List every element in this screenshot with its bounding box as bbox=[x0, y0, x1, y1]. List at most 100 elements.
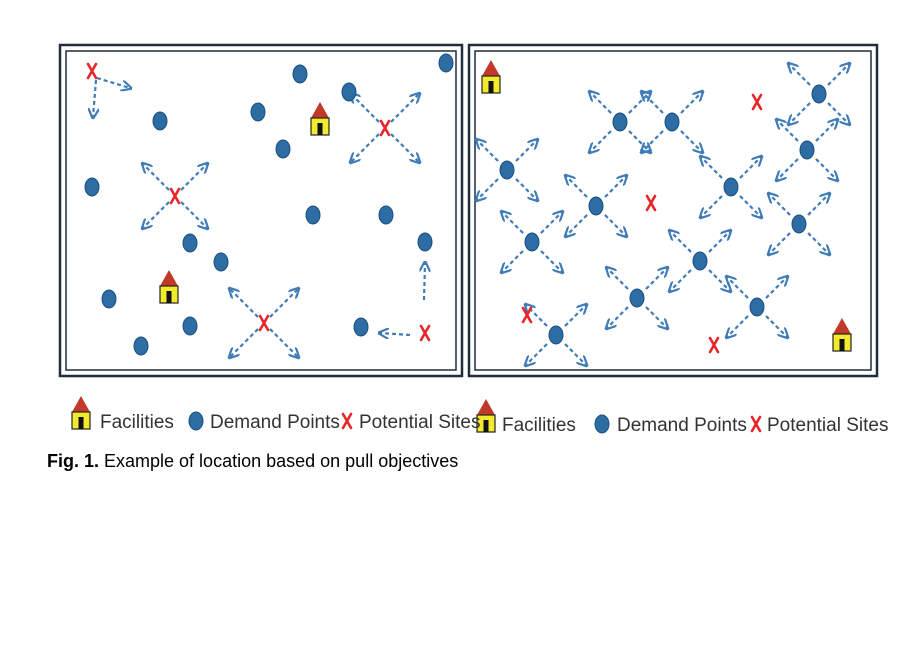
dashed-arrow bbox=[628, 92, 650, 114]
demand-point bbox=[213, 252, 229, 272]
demand-points-layer bbox=[84, 53, 827, 356]
dashed-arrow bbox=[502, 212, 524, 234]
demand-point bbox=[594, 414, 610, 434]
dashed-arrow bbox=[815, 120, 837, 142]
arrows-layer bbox=[93, 64, 849, 365]
potential-site bbox=[645, 194, 657, 212]
demand-point bbox=[588, 196, 604, 216]
demand-point bbox=[292, 64, 308, 84]
dashed-arrow bbox=[390, 133, 419, 162]
facility-house bbox=[476, 399, 496, 433]
dashed-arrow bbox=[502, 250, 524, 272]
potential-site bbox=[379, 119, 391, 137]
potential-site bbox=[86, 62, 98, 80]
potential-site bbox=[751, 93, 763, 111]
dashed-arrow bbox=[827, 102, 849, 124]
house-roof bbox=[311, 102, 329, 118]
legend-left-facilities: Facilities bbox=[100, 412, 174, 433]
house-door bbox=[78, 417, 84, 429]
dashed-arrow bbox=[566, 214, 588, 236]
demand-point bbox=[612, 112, 628, 132]
potential-site bbox=[708, 336, 720, 354]
dashed-arrow bbox=[604, 176, 626, 198]
legend-left-demand: Demand Points bbox=[210, 412, 340, 433]
demand-point bbox=[378, 205, 394, 225]
demand-point bbox=[723, 177, 739, 197]
dashed-arrow bbox=[96, 76, 130, 88]
dashed-arrow bbox=[807, 232, 829, 254]
dashed-arrow bbox=[670, 269, 692, 291]
dashed-arrow bbox=[477, 178, 499, 200]
demand-point bbox=[811, 84, 827, 104]
dashed-arrow bbox=[390, 94, 419, 123]
x-stroke bbox=[258, 314, 270, 332]
dashed-arrow bbox=[642, 92, 664, 114]
demand-point bbox=[629, 288, 645, 308]
dashed-arrow bbox=[143, 201, 170, 228]
house-roof bbox=[160, 270, 178, 286]
facility-house bbox=[832, 318, 852, 352]
dashed-arrow bbox=[680, 130, 702, 152]
demand-point bbox=[417, 232, 433, 252]
demand-point bbox=[275, 139, 291, 159]
dashed-arrow bbox=[230, 289, 259, 318]
potential-site bbox=[750, 415, 762, 433]
demand-point bbox=[548, 325, 564, 345]
demand-point bbox=[182, 233, 198, 253]
dashed-arrow bbox=[670, 231, 692, 253]
dashed-arrow bbox=[526, 305, 548, 327]
potential-site bbox=[258, 314, 270, 332]
dashed-arrow bbox=[477, 140, 499, 162]
dashed-arrow bbox=[789, 102, 811, 124]
dashed-arrow bbox=[701, 195, 723, 217]
x-stroke bbox=[86, 62, 98, 80]
caption-label: Fig. 1. bbox=[47, 451, 100, 471]
dashed-arrow bbox=[526, 343, 548, 365]
x-stroke bbox=[341, 412, 353, 430]
legend-right-facilities: Facilities bbox=[502, 415, 576, 436]
demand-point bbox=[152, 111, 168, 131]
dashed-arrow bbox=[93, 79, 96, 117]
dashed-arrow bbox=[590, 130, 612, 152]
left-panel bbox=[58, 43, 464, 378]
dashed-arrow bbox=[727, 277, 749, 299]
legend-left-sites: Potential Sites bbox=[359, 412, 480, 433]
dashed-arrow bbox=[515, 178, 537, 200]
dashed-arrow bbox=[607, 268, 629, 290]
dashed-arrow bbox=[739, 195, 761, 217]
demand-point bbox=[664, 112, 680, 132]
dashed-arrow bbox=[515, 140, 537, 162]
dashed-arrow bbox=[827, 64, 849, 86]
demand-point bbox=[524, 232, 540, 252]
demand-point bbox=[692, 251, 708, 271]
house-door bbox=[483, 420, 489, 432]
dashed-arrow bbox=[769, 194, 791, 216]
x-stroke bbox=[751, 93, 763, 111]
house-roof bbox=[482, 60, 500, 76]
house-roof bbox=[72, 396, 90, 412]
dashed-arrow bbox=[230, 328, 259, 357]
legend-right-sites: Potential Sites bbox=[767, 415, 888, 436]
dashed-arrow bbox=[143, 164, 170, 191]
facility-house bbox=[159, 270, 179, 304]
dashed-arrow bbox=[540, 250, 562, 272]
x-stroke bbox=[521, 306, 533, 324]
x-stroke bbox=[708, 336, 720, 354]
dashed-arrow bbox=[642, 130, 664, 152]
facility-house bbox=[310, 102, 330, 136]
caption-text: Example of location based on pull object… bbox=[99, 451, 459, 471]
dashed-arrow bbox=[590, 92, 612, 114]
demand-point bbox=[84, 177, 100, 197]
dashed-arrow bbox=[628, 130, 650, 152]
demand-point bbox=[499, 160, 515, 180]
dashed-arrow bbox=[607, 306, 629, 328]
demand-point bbox=[101, 289, 117, 309]
right-panel bbox=[467, 43, 879, 378]
facility-house bbox=[71, 396, 91, 430]
potential-site bbox=[419, 324, 431, 342]
demand-point bbox=[188, 411, 204, 431]
dashed-arrow bbox=[351, 94, 380, 123]
dashed-arrow bbox=[708, 231, 730, 253]
house-roof bbox=[833, 318, 851, 334]
dashed-arrow bbox=[180, 201, 207, 228]
